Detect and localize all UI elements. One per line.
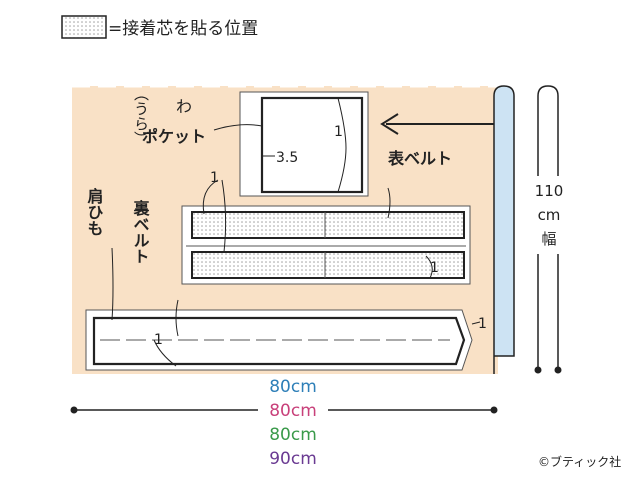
length-measure-dot-right [490, 406, 498, 414]
omote-belt-piece [191, 211, 465, 239]
leader-omote [387, 187, 391, 219]
leader-pocket [213, 124, 263, 131]
length-value-1: 80cm [269, 377, 317, 397]
leader-ura-1b [221, 179, 227, 253]
length-value-3: 80cm [269, 425, 317, 445]
label-wa: わ [176, 97, 192, 116]
label-fold-ura-1: 1 [210, 170, 219, 186]
length-value-4: 90cm [269, 449, 317, 469]
legend-swatch [61, 15, 107, 39]
label-pocket: ポケット [142, 127, 206, 146]
legend-text: =接着芯を貼る位置 [108, 19, 258, 39]
label-fold-ura-2: 1 [430, 260, 439, 276]
leader-ura-1a [202, 179, 219, 215]
width-value: 110 [535, 182, 564, 200]
leader-strap-right [471, 321, 481, 325]
label-fold-strap: 1 [154, 332, 163, 348]
strap-piece [92, 316, 466, 366]
width-unit: cm [538, 206, 561, 224]
leader-katahimo [111, 247, 114, 321]
label-fold-pocket: 1 [334, 124, 343, 140]
leader-ura-2 [425, 255, 433, 279]
pocket-seam-1 [337, 97, 347, 193]
leader-strap-1 [153, 339, 177, 367]
length-measure-dot-left [70, 406, 78, 414]
length-measure-bg [258, 400, 328, 420]
length-value-2: 80cm [269, 401, 317, 421]
width-measure-bg [530, 176, 568, 254]
label-katahimo: 肩ひも [85, 187, 104, 236]
width-measure-line [537, 85, 559, 370]
label-fold-strap-right: 1 [478, 316, 487, 332]
grain-arrow-head [380, 113, 399, 135]
selvage [493, 85, 515, 374]
leader-strap-top [175, 299, 179, 337]
width-measure-dot-left [534, 366, 542, 374]
label-omote-belt: 表ベルト [387, 149, 452, 168]
label-pocket-size: 3.5 [276, 150, 298, 166]
pocket-piece [260, 96, 364, 194]
width-measure-dot-right [554, 366, 562, 374]
length-values: 80cm 80cm 80cm 90cm [269, 377, 317, 469]
width-word: 幅 [541, 230, 556, 248]
ura-belt-piece [191, 251, 465, 279]
label-ura-belt: 裏ベルト [131, 199, 151, 264]
copyright: ©ブティック社 [538, 454, 621, 469]
